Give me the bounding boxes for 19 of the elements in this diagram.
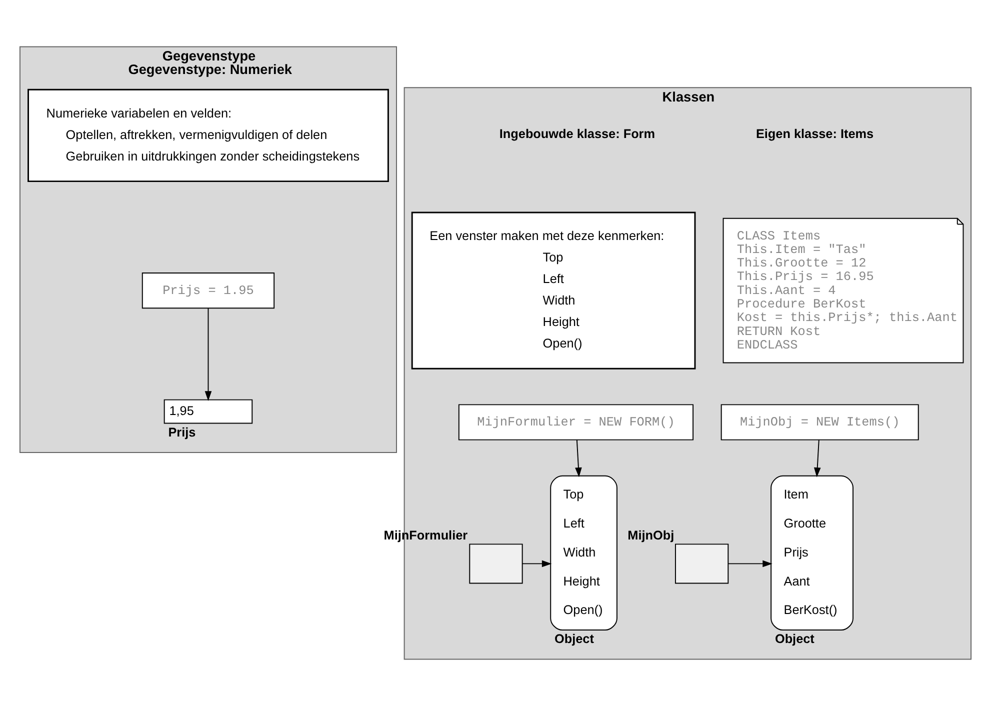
node-box bbox=[469, 544, 523, 584]
node-box: MijnFormulier = NEW FORM() bbox=[458, 404, 694, 440]
node-box: Een venster maken met deze kenmerken: Top Left Width Height Open() bbox=[411, 212, 696, 370]
arrow bbox=[575, 440, 582, 478]
arrow bbox=[814, 440, 821, 478]
label: Eigen klasse: Items bbox=[756, 126, 874, 141]
node-box: Numerieke variabelen en velden: Optellen, aftrekken, vermenigvuldigen of delen Gebruiken in uitdrukkingen zonder scheidingstekens bbox=[28, 88, 389, 182]
arrow bbox=[204, 308, 212, 401]
node-box bbox=[674, 544, 729, 584]
label: Ingebouwde klasse: Form bbox=[499, 126, 656, 141]
node-label: Object bbox=[554, 632, 594, 646]
node-box: MijnObj = NEW Items() bbox=[720, 404, 919, 440]
arrow bbox=[522, 560, 552, 568]
node-label: Object bbox=[774, 632, 814, 646]
arrow bbox=[728, 560, 772, 568]
node-label: MijnObj bbox=[628, 528, 674, 543]
node-label: Prijs bbox=[168, 425, 196, 440]
node-label: MijnFormulier bbox=[384, 528, 468, 543]
node-box: Prijs = 1.95 bbox=[142, 272, 275, 309]
